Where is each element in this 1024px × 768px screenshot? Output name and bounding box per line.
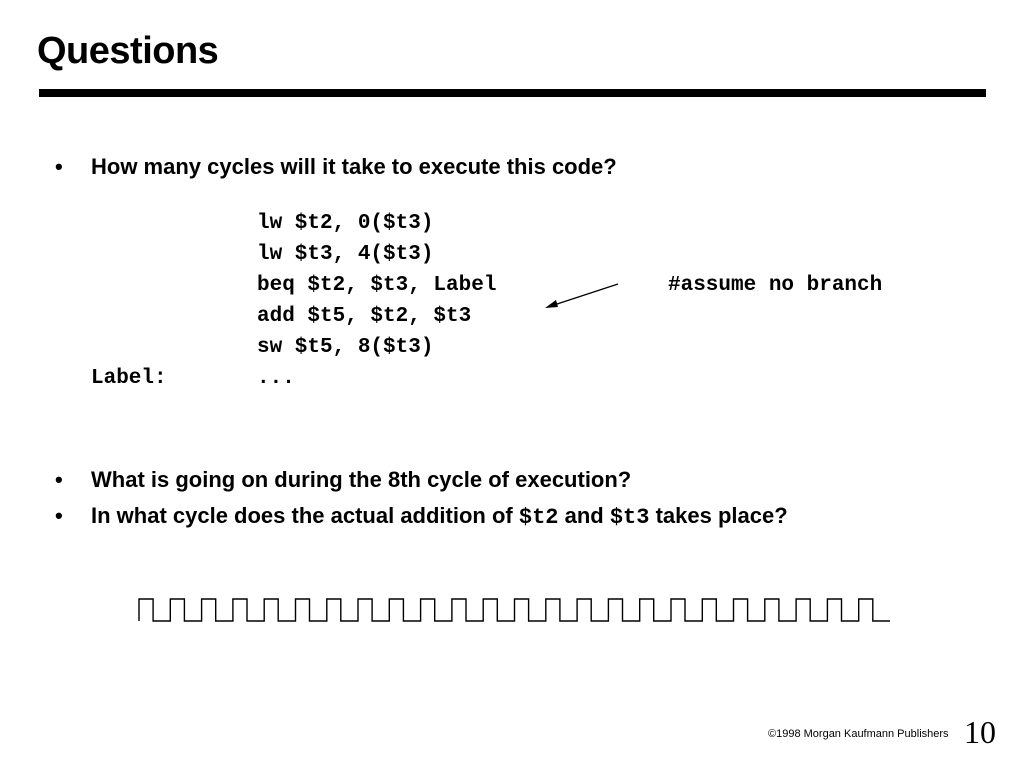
footer-copyright: ©1998 Morgan Kaufmann Publishers <box>768 728 949 740</box>
bullet-marker: • <box>55 503 63 528</box>
bullet-marker: • <box>55 154 63 179</box>
code-line-3: beq $t2, $t3, Label <box>257 274 497 297</box>
bullet-text-middle: and <box>564 503 604 528</box>
page-number: 10 <box>964 714 996 750</box>
bullet-marker: • <box>55 467 63 492</box>
bullet-text-after: takes place? <box>655 503 788 528</box>
code-line-4: add $t5, $t2, $t3 <box>257 305 472 328</box>
register-t3: $t3 <box>609 505 650 530</box>
branch-arrow <box>545 283 619 308</box>
bullet-question-addition: In what cycle does the actual addition o… <box>91 503 788 530</box>
code-comment: #assume no branch <box>668 274 883 297</box>
register-t2: $t2 <box>518 505 559 530</box>
bullet-question-8th-cycle: What is going on during the 8th cycle of… <box>91 467 632 492</box>
slide-title: Questions <box>37 30 219 72</box>
code-line-1: lw $t2, 0($t3) <box>257 212 434 235</box>
bullet-text-before: In what cycle does the actual addition o… <box>91 503 513 528</box>
bullet-question-cycles: How many cycles will it take to execute … <box>91 154 617 179</box>
code-line-2: lw $t3, 4($t3) <box>257 243 434 266</box>
code-line-6: ... <box>257 367 295 390</box>
code-label: Label: <box>91 367 167 390</box>
title-rule <box>39 89 986 97</box>
clock-waveform <box>138 598 890 622</box>
code-line-5: sw $t5, 8($t3) <box>257 336 434 359</box>
